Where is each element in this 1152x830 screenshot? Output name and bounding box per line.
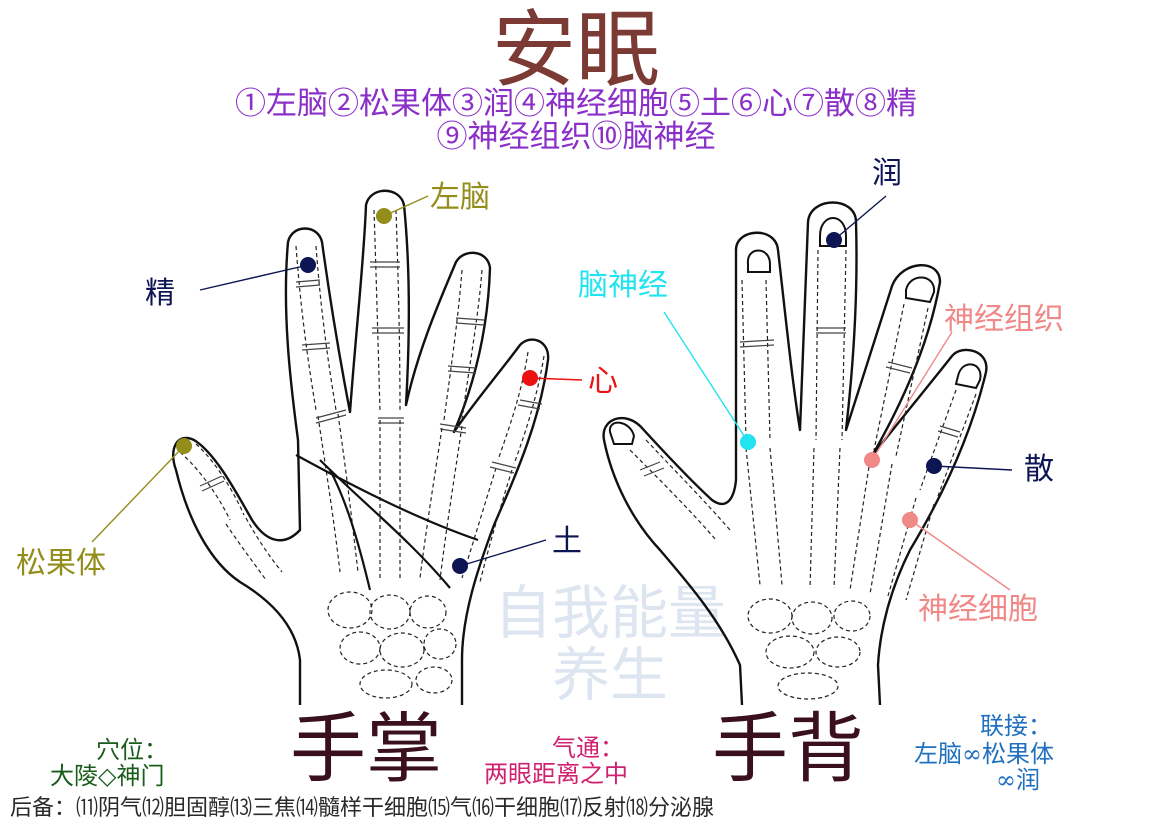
label-left-brain: 左脑 <box>430 180 490 215</box>
link-label: 联接： <box>980 712 1052 740</box>
label-nerve-tissue: 神经组织 <box>944 302 1064 337</box>
link-value-1: 左脑∞松果体 <box>914 740 1054 768</box>
dot-nerve-cell <box>902 512 918 528</box>
dot-pineal <box>176 438 192 454</box>
palm-title: 手掌 <box>290 704 442 793</box>
back-bones <box>629 249 977 700</box>
dot-nerve-tissue <box>864 452 880 468</box>
dot-left-brain <box>376 208 392 224</box>
watermark-line-2: 养生 <box>551 641 668 709</box>
label-cranial-nerve: 脑神经 <box>578 268 668 303</box>
palm-bones <box>179 209 545 699</box>
back-hand-outline <box>602 201 988 706</box>
palm-joint-creases <box>199 261 543 492</box>
label-jing: 精 <box>145 276 175 311</box>
palm-hand-outline <box>171 189 550 705</box>
acupoint-label: 穴位： <box>96 736 168 764</box>
dot-jing <box>300 257 316 273</box>
dot-tu <box>452 558 468 574</box>
link-value-2: ∞润 <box>996 766 1040 794</box>
leader-lines <box>91 195 1013 591</box>
legend-line-1: ①左脑②松果体③润④神经细胞⑤土⑥心⑦散⑧精 <box>235 86 917 122</box>
label-pineal: 松果体 <box>16 546 106 581</box>
acupoint-value: 大陵◇神门 <box>50 762 165 790</box>
watermark-line-1: 自我能量 <box>493 579 726 647</box>
label-xin: 心 <box>588 364 618 399</box>
qi-value: 两眼距离之中 <box>484 760 628 788</box>
backup-notes: 后备：⑾阴气⑿胆固醇⒀三焦⒁髓样干细胞⒂气⒃干细胞⒄反射⒅分泌腺 <box>10 796 715 821</box>
label-nerve-cell: 神经细胞 <box>918 592 1038 627</box>
dot-xin <box>522 370 538 386</box>
label-tu: 土 <box>552 524 582 559</box>
page-title: 安眠 <box>491 1 660 99</box>
back-nails <box>608 217 982 445</box>
palm-lines <box>295 454 479 591</box>
label-san: 散 <box>1024 452 1054 487</box>
acupoint-dots <box>176 208 942 574</box>
label-run: 润 <box>872 156 902 191</box>
back-joint-creases <box>639 327 961 477</box>
qi-label: 气通： <box>552 734 624 762</box>
dot-run <box>826 232 842 248</box>
dot-cranial-nerve <box>740 434 756 450</box>
watermark: 自我能量 养生 <box>380 582 840 706</box>
legend-line-2: ⑨神经组织⑩脑神经 <box>436 119 716 155</box>
dot-san <box>926 458 942 474</box>
back-title: 手背 <box>712 704 864 793</box>
